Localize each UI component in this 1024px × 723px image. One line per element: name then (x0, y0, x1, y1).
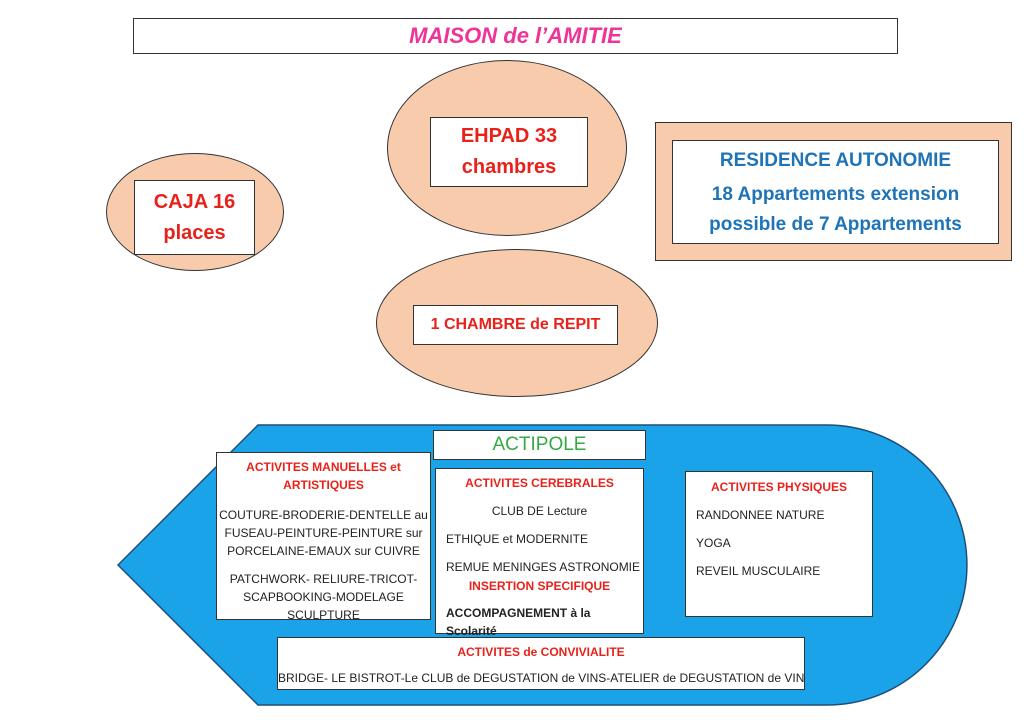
page-title-box: MAISON de l’AMITIE (133, 18, 898, 54)
caja-line2: places (163, 221, 226, 244)
repit-label: 1 CHAMBRE de REPIT (430, 316, 601, 333)
cerebrales-heading: ACTIVITES CEREBRALES (465, 476, 614, 490)
cerebrales-box: ACTIVITES CEREBRALES CLUB DE Lecture ETH… (435, 468, 644, 638)
manuelles-item-1: COUTURE-BRODERIE-DENTELLE au (219, 508, 428, 522)
cerebrales-item-2: ETHIQUE et MODERNITE (446, 532, 589, 546)
convivialite-item: BRIDGE- LE BISTROT-Le CLUB de DEGUSTATIO… (278, 671, 805, 685)
manuelles-box: ACTIVITES MANUELLES et ARTISTIQUES COUTU… (216, 452, 431, 622)
ehpad-box: EHPAD 33 chambres (430, 117, 588, 187)
manuelles-item-6: SCULPTURE (287, 608, 360, 622)
caja-line1: CAJA 16 (153, 190, 236, 213)
physiques-box: ACTIVITES PHYSIQUES RANDONNEE NATURE YOG… (685, 471, 873, 617)
ehpad-line2: chambres (461, 156, 557, 178)
insertion-heading: INSERTION SPECIFIQUE (468, 579, 611, 593)
caja-box: CAJA 16 places (134, 180, 255, 255)
residence-heading: RESIDENCE AUTONOMIE (719, 150, 952, 171)
manuelles-heading-1: ACTIVITES MANUELLES et (246, 460, 401, 474)
physiques-item-2: YOGA (696, 536, 731, 550)
residence-box: RESIDENCE AUTONOMIE 18 Appartements exte… (672, 140, 999, 244)
cerebrales-item-3: REMUE MENINGES ASTRONOMIE (446, 560, 641, 574)
actipole-box: ACTIPOLE (433, 430, 646, 460)
ehpad-line1: EHPAD 33 (460, 125, 558, 147)
manuelles-item-3: PORCELAINE-EMAUX sur CUIVRE (227, 544, 420, 558)
manuelles-item-5: SCAPBOOKING-MODELAGE (243, 590, 404, 604)
actipole-label: ACTIPOLE (492, 434, 587, 455)
insertion-item: ACCOMPAGNEMENT à la Scolarité (446, 606, 591, 638)
convivialite-heading: ACTIVITES de CONVIVIALITE (457, 645, 625, 659)
convivialite-box: ACTIVITES de CONVIVIALITE BRIDGE- LE BIS… (277, 637, 805, 690)
manuelles-item-2: FUSEAU-PEINTURE-PEINTURE sur (224, 526, 423, 540)
page-title: MAISON de l’AMITIE (409, 23, 622, 48)
residence-line1: 18 Appartements extension (711, 184, 960, 205)
physiques-item-3: REVEIL MUSCULAIRE (696, 564, 821, 578)
cerebrales-item-1: CLUB DE Lecture (491, 504, 588, 518)
repit-box: 1 CHAMBRE de REPIT (413, 305, 618, 345)
manuelles-item-4: PATCHWORK- RELIURE-TRICOT- (229, 572, 418, 586)
residence-line2: possible de 7 Appartements (709, 214, 962, 235)
physiques-heading: ACTIVITES PHYSIQUES (710, 480, 848, 494)
manuelles-heading-2: ARTISTIQUES (283, 478, 364, 492)
physiques-item-1: RANDONNEE NATURE (696, 508, 825, 522)
